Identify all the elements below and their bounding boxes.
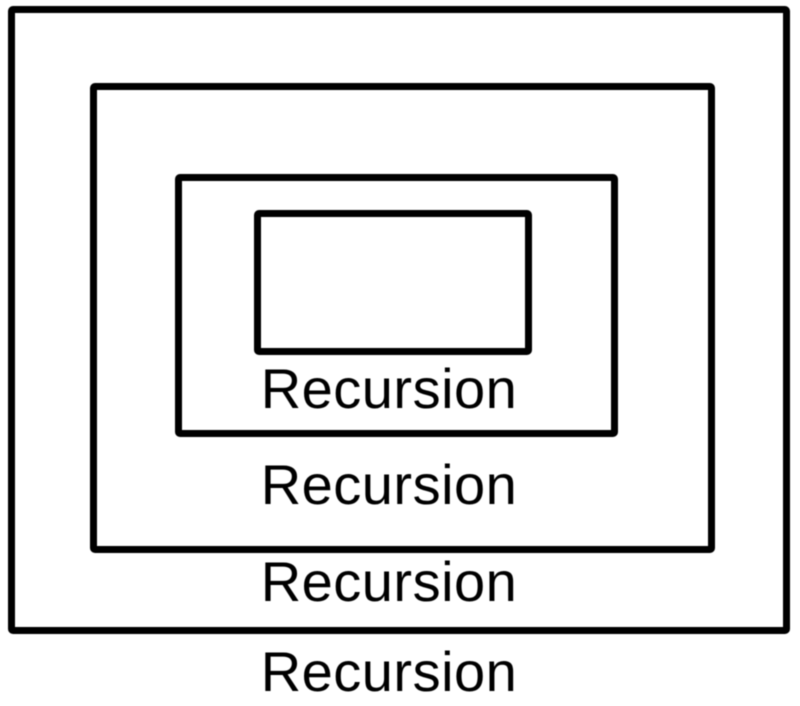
recursion-label-level-2: Recursion <box>260 550 518 613</box>
recursion-label-level-1: Recursion <box>260 640 518 703</box>
recursion-label-level-4: Recursion <box>260 357 518 420</box>
recursion-box-level-4 <box>254 210 532 355</box>
recursion-box-level-2 <box>90 83 715 553</box>
recursion-box-level-1 <box>8 6 790 634</box>
recursion-label-level-3: Recursion <box>260 453 518 516</box>
recursion-box-level-3 <box>175 174 618 437</box>
